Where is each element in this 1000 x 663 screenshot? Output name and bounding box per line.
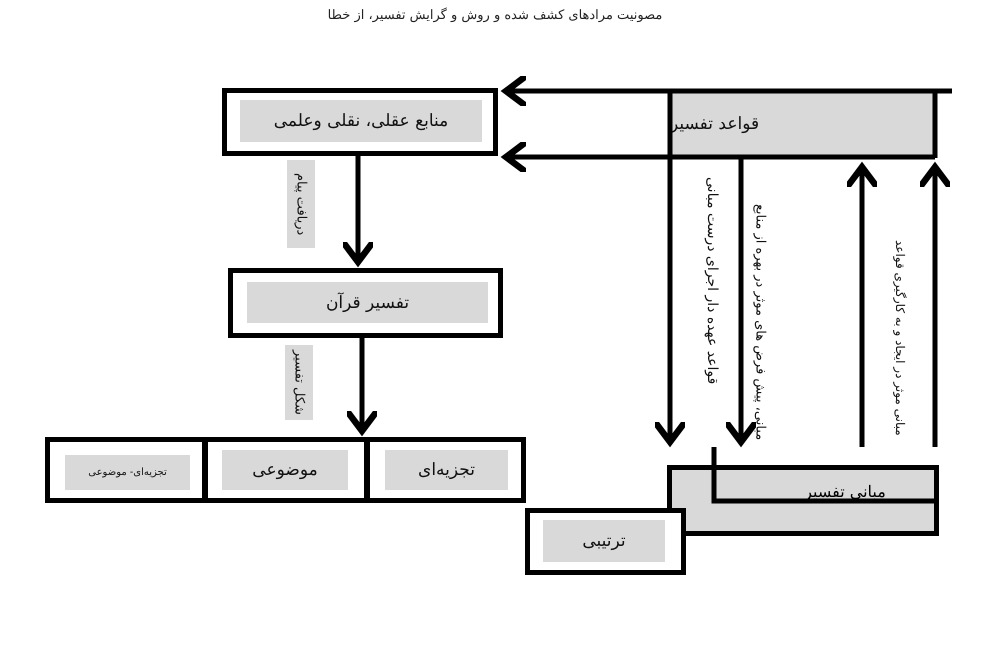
foundations-inner-line xyxy=(711,447,935,504)
divider xyxy=(202,437,208,503)
rules-execute-label: قواعد عهده دار اجرای درست مبانی xyxy=(704,176,720,385)
tafsir-form-label: شکل تفسیر xyxy=(285,345,313,420)
divider xyxy=(364,437,370,503)
sequential-label: ترتیبی xyxy=(543,520,665,562)
analytic-thematic-node: تجزیه‌ای- موضوعی xyxy=(65,455,190,490)
receive-message-label: دریافت پیام xyxy=(287,160,315,248)
analytic-node: تجزیه‌ای xyxy=(385,450,508,490)
sources-label: منابع عقلی، نقلی وعلمی xyxy=(240,100,482,142)
presuppositions-label: مبانی، پیش فرض های موثر در بهره از منابع xyxy=(752,204,768,441)
diagram-title: مصونیت مرادهای کشف شده و روش و گرایش تفس… xyxy=(327,8,663,23)
rules-node: قواعد تفسیر xyxy=(670,93,935,155)
foundations-effect-label: مبانی موثر در ایجاد و به کارگیری قواعد xyxy=(893,239,907,436)
quran-tafsir-label: تفسیر قرآن xyxy=(247,282,488,323)
foundations-label: مبانی تفسیر xyxy=(804,482,886,501)
thematic-node: موضوعی xyxy=(222,450,348,490)
